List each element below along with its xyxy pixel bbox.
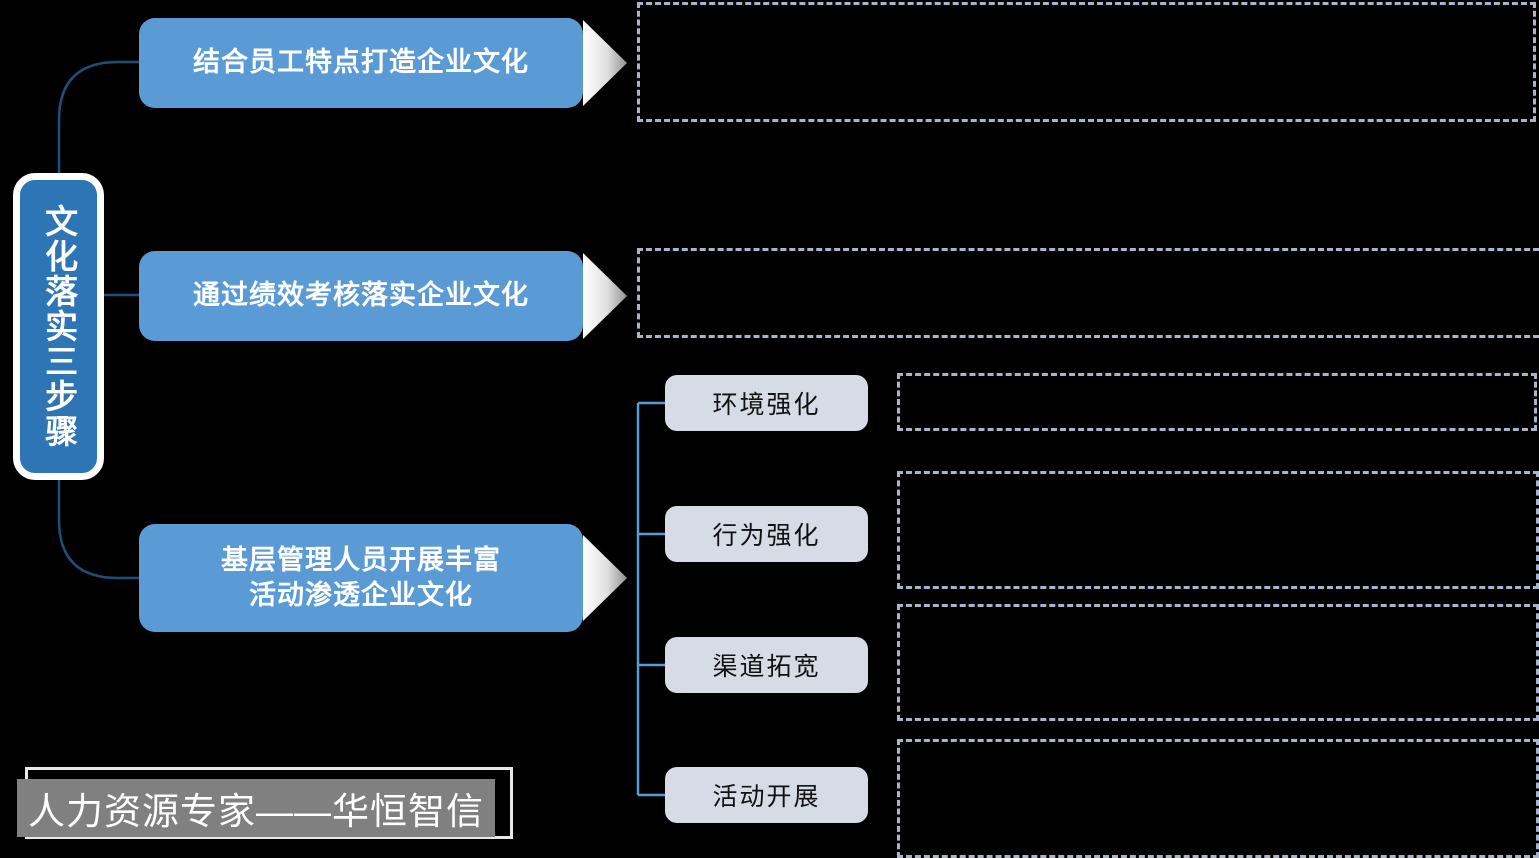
- sub-box-1[interactable]: 环境强化: [665, 375, 868, 431]
- sub-box-3-label: 渠道拓宽: [712, 653, 821, 681]
- right-triangle-icon-step-1: [583, 20, 627, 106]
- step-box-3[interactable]: 基层管理人员开展丰富 活动渗透企业文化: [139, 524, 583, 632]
- connector-root-to-step-3: [57, 480, 140, 580]
- note-panel-step-2[interactable]: [637, 248, 1539, 338]
- sub-box-4-label: 活动开展: [712, 783, 821, 811]
- note-panel-step-1[interactable]: [637, 2, 1536, 122]
- step-box-1-label: 结合员工特点打造企业文化: [193, 47, 529, 78]
- note-panel-sub-3[interactable]: [897, 604, 1539, 721]
- right-triangle-icon-step-2: [583, 253, 627, 339]
- step-box-2[interactable]: 通过绩效考核落实企业文化: [139, 251, 583, 341]
- sub-box-3[interactable]: 渠道拓宽: [665, 637, 868, 693]
- step-box-3-label: 基层管理人员开展丰富 活动渗透企业文化: [221, 544, 501, 610]
- root-node-label: 文化落实三步骤: [40, 204, 78, 449]
- root-node[interactable]: 文化落实三步骤: [13, 173, 104, 480]
- watermark-label: 人力资源专家——华恒智信: [28, 791, 484, 832]
- watermark-band: 人力资源专家——华恒智信: [17, 779, 495, 837]
- note-panel-sub-4[interactable]: [897, 739, 1539, 858]
- note-panel-sub-1[interactable]: [897, 373, 1537, 431]
- note-panel-sub-2[interactable]: [897, 471, 1539, 589]
- connector-root-to-step-1: [57, 60, 140, 173]
- sub-box-4[interactable]: 活动开展: [665, 767, 868, 823]
- sub-box-2[interactable]: 行为强化: [665, 506, 868, 562]
- step-box-1[interactable]: 结合员工特点打造企业文化: [139, 18, 583, 108]
- step-box-2-label: 通过绩效考核落实企业文化: [193, 280, 529, 311]
- watermark: 人力资源专家——华恒智信: [17, 767, 513, 848]
- sub-box-2-label: 行为强化: [712, 522, 821, 550]
- right-triangle-icon-step-3: [583, 535, 627, 621]
- sub-box-1-label: 环境强化: [712, 391, 821, 419]
